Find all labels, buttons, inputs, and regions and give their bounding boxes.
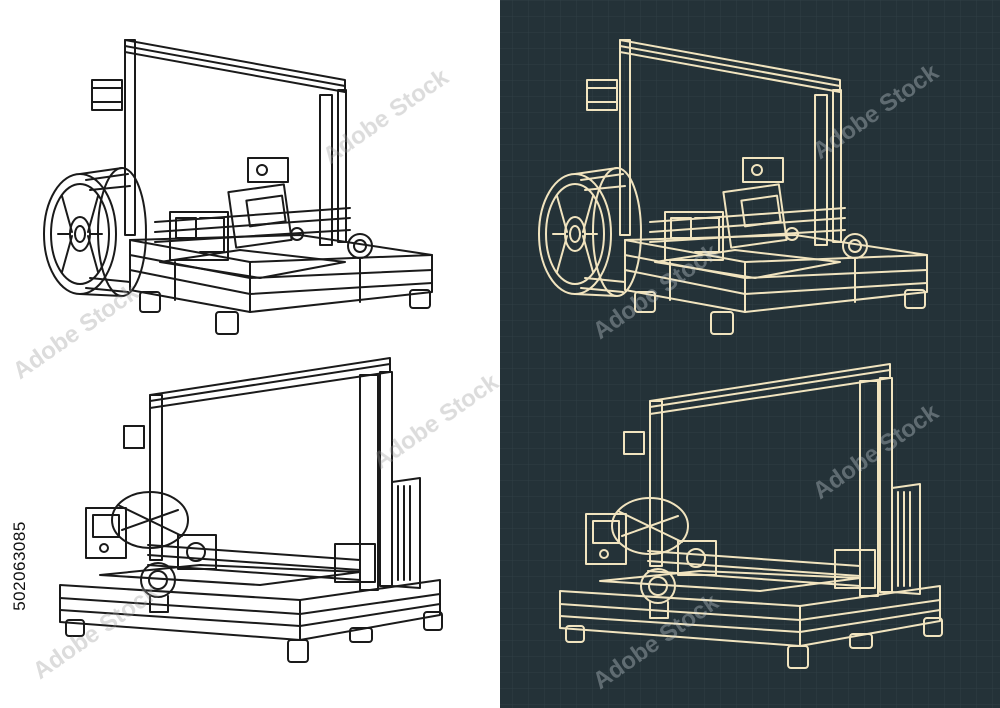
watermark-text-6: Adobe Stock xyxy=(28,578,164,685)
printer-drawing-light-top xyxy=(43,39,433,335)
watermark-text-8: Adobe Stock xyxy=(368,368,504,475)
stock-id-text: 502063085 xyxy=(10,521,29,611)
stock-id-label: 502063085 xyxy=(4,468,34,668)
